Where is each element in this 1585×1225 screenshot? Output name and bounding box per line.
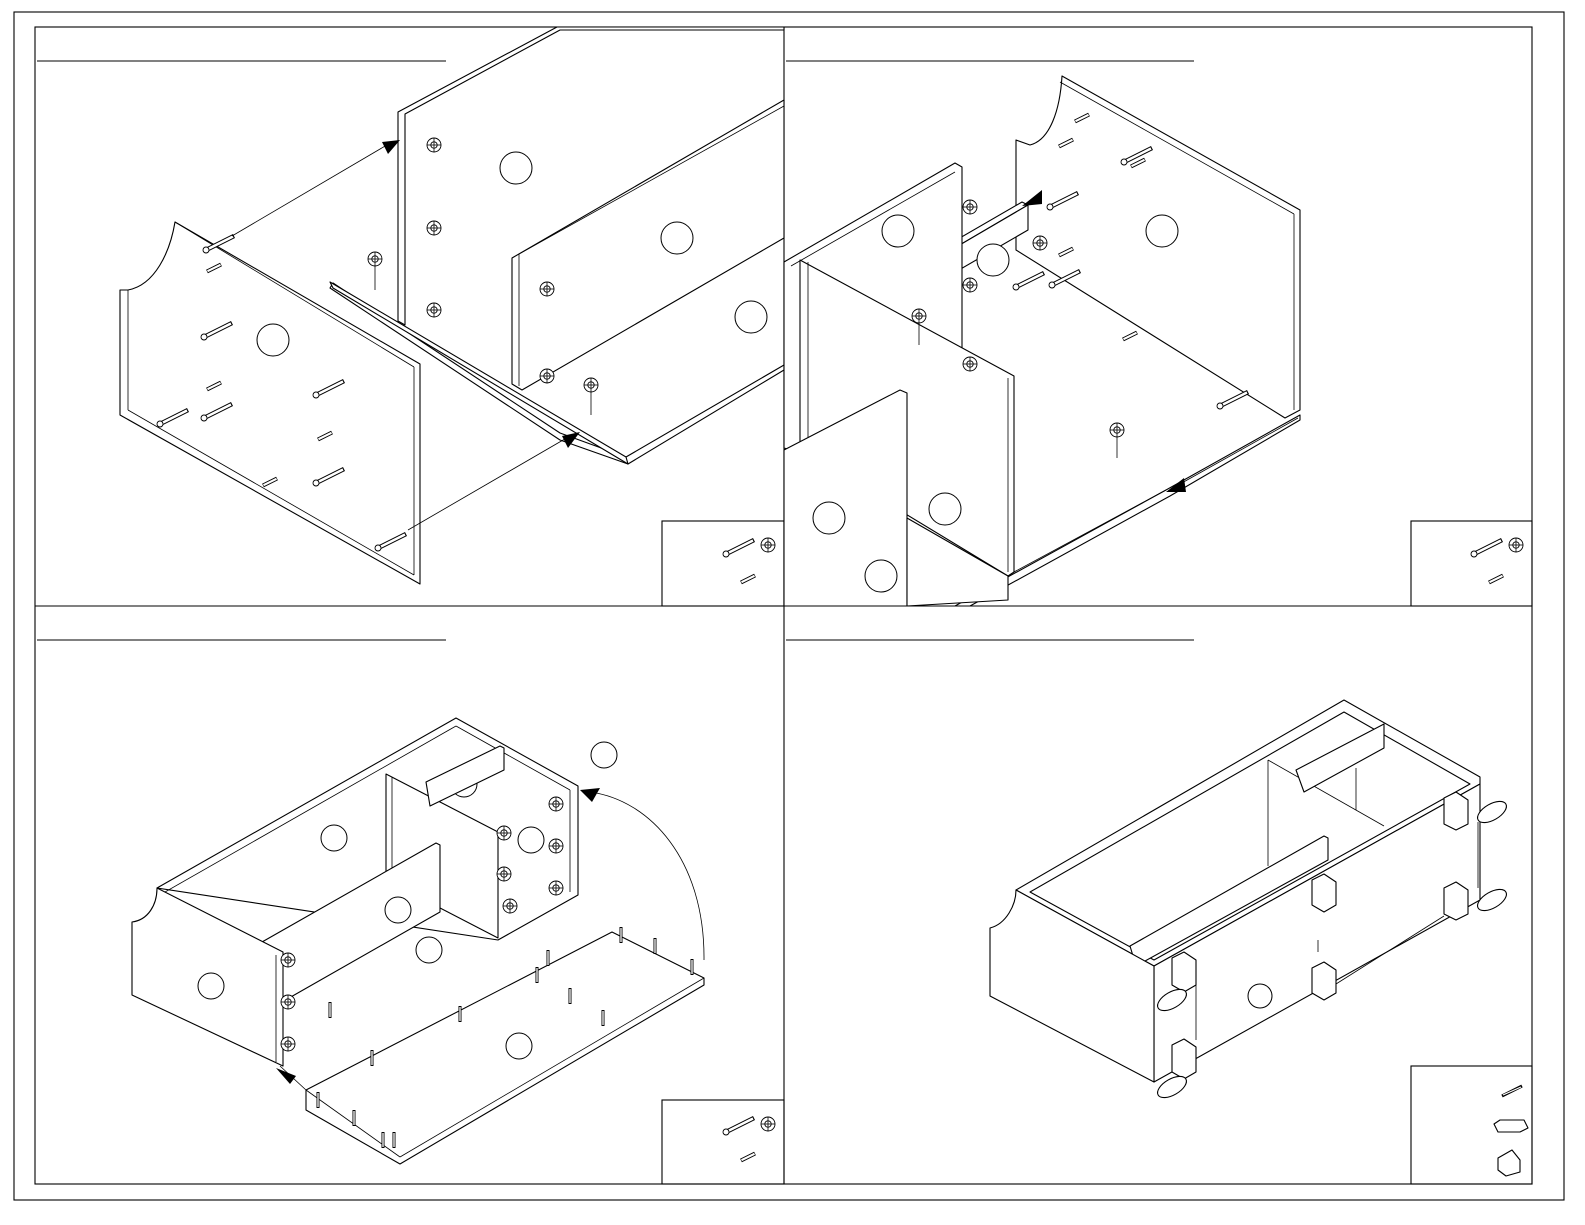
dowel-icon	[1489, 576, 1503, 583]
leg-bracket-icon	[1494, 1120, 1528, 1132]
cam-bolt-icon	[723, 1118, 754, 1135]
foot-icon	[1498, 1150, 1520, 1176]
cam-lock-icon	[761, 538, 775, 552]
bottom-panel-3	[306, 932, 704, 1164]
step-2-panel	[784, 61, 1532, 606]
step-3-hardware-box	[662, 1100, 784, 1184]
cam-bolt-icon	[723, 540, 754, 557]
cam-lock-icon	[1509, 538, 1523, 552]
step-2-hardware-box	[1411, 521, 1532, 606]
step-1-panel	[37, 27, 784, 606]
dowel-icon	[741, 1154, 755, 1161]
cam-lock-icon	[761, 1117, 775, 1131]
back-panel	[512, 100, 784, 390]
dowel-icon	[741, 576, 755, 583]
step-3-panel	[37, 640, 784, 1184]
cam-bolt-icon	[1471, 540, 1502, 557]
step-1-hardware-box	[662, 521, 784, 606]
screw-icon	[1502, 1086, 1522, 1096]
step-4-panel	[786, 640, 1532, 1184]
